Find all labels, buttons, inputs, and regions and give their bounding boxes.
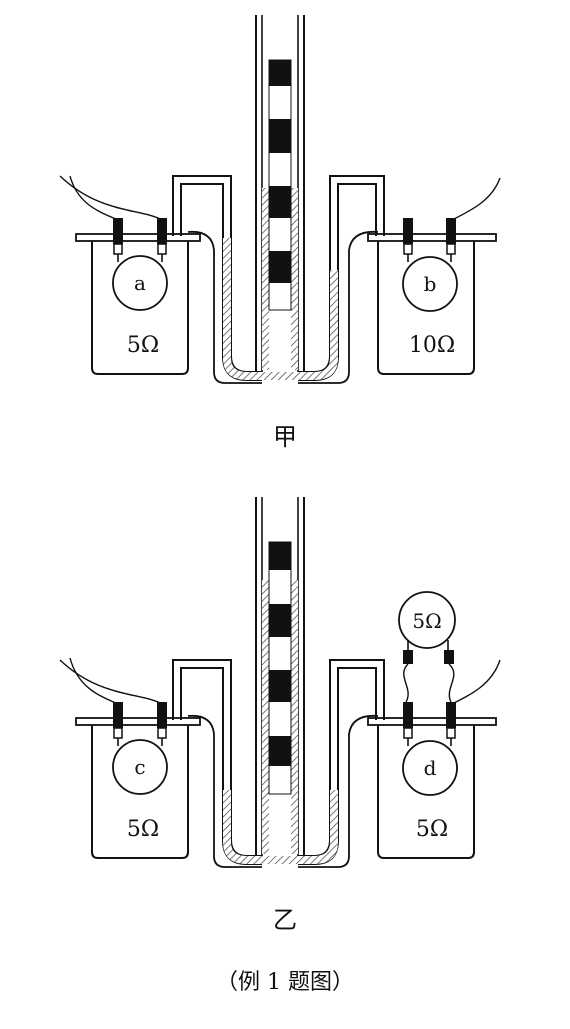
post-right-2-top <box>446 218 456 244</box>
caption-top: 甲 <box>273 423 297 451</box>
label-b: b <box>424 272 437 296</box>
label-c: c <box>134 755 145 779</box>
post-left-1-bottom <box>113 702 123 728</box>
jar-left-bottom <box>91 724 189 859</box>
post-right-2-bottom <box>446 702 456 728</box>
liquid-right-top <box>330 270 338 358</box>
lid-left-top <box>75 233 201 242</box>
post-right-1-bottom <box>403 702 413 728</box>
liquid-left-bottom <box>223 790 231 842</box>
liquid-center-left-top <box>262 188 269 370</box>
tube-right-bottom <box>298 659 385 857</box>
figure-title: （例 1 题图） <box>216 970 354 995</box>
apparatus-top: a b 5Ω 10Ω <box>59 15 501 384</box>
jar-left-top <box>91 236 189 375</box>
liquid-center-left-bottom <box>262 580 269 854</box>
external-resistance-label: 5Ω <box>412 609 441 633</box>
liquid-center-right-bottom <box>291 580 298 854</box>
bulb-d <box>402 740 458 796</box>
apparatus-bottom: c d 5Ω 5Ω 5Ω <box>59 497 501 868</box>
lid-right-bottom <box>367 717 497 726</box>
bulb-c <box>112 739 168 795</box>
resistance-left-top: 5Ω <box>127 333 159 358</box>
parallel-wire-left <box>403 663 409 703</box>
wire-right-top <box>451 177 501 221</box>
caption-bottom: 乙 <box>273 906 297 934</box>
lid-right-top <box>367 233 497 242</box>
liquid-center-right-top <box>291 188 298 370</box>
lid-left-bottom <box>75 717 201 726</box>
post-left-2-top <box>157 218 167 244</box>
label-a: a <box>134 271 146 295</box>
jar-right-bottom <box>377 724 475 859</box>
resistance-left-bottom: 5Ω <box>127 817 159 842</box>
liquid-left-top <box>223 238 231 358</box>
resistance-right-top: 10Ω <box>409 333 455 358</box>
wire-left-bottom <box>69 657 119 705</box>
tube-left-top <box>172 175 262 373</box>
label-d: d <box>424 756 437 780</box>
bulb-b <box>402 256 458 312</box>
wire-right-bottom <box>451 659 501 705</box>
bulb-a <box>112 255 168 311</box>
wire-left-top <box>69 175 119 221</box>
scale-top <box>268 59 292 311</box>
scale-bottom <box>268 541 292 795</box>
tube-right-top <box>298 175 385 373</box>
jar-right-top <box>377 236 475 375</box>
tube-left-bottom <box>172 659 262 857</box>
resistance-right-bottom: 5Ω <box>416 817 448 842</box>
post-right-1-top <box>403 218 413 244</box>
post-left-1-top <box>113 218 123 244</box>
liquid-right-bottom <box>330 790 338 842</box>
external-resistor <box>398 591 456 649</box>
parallel-wire-right <box>448 663 455 703</box>
post-left-2-bottom <box>157 702 167 728</box>
